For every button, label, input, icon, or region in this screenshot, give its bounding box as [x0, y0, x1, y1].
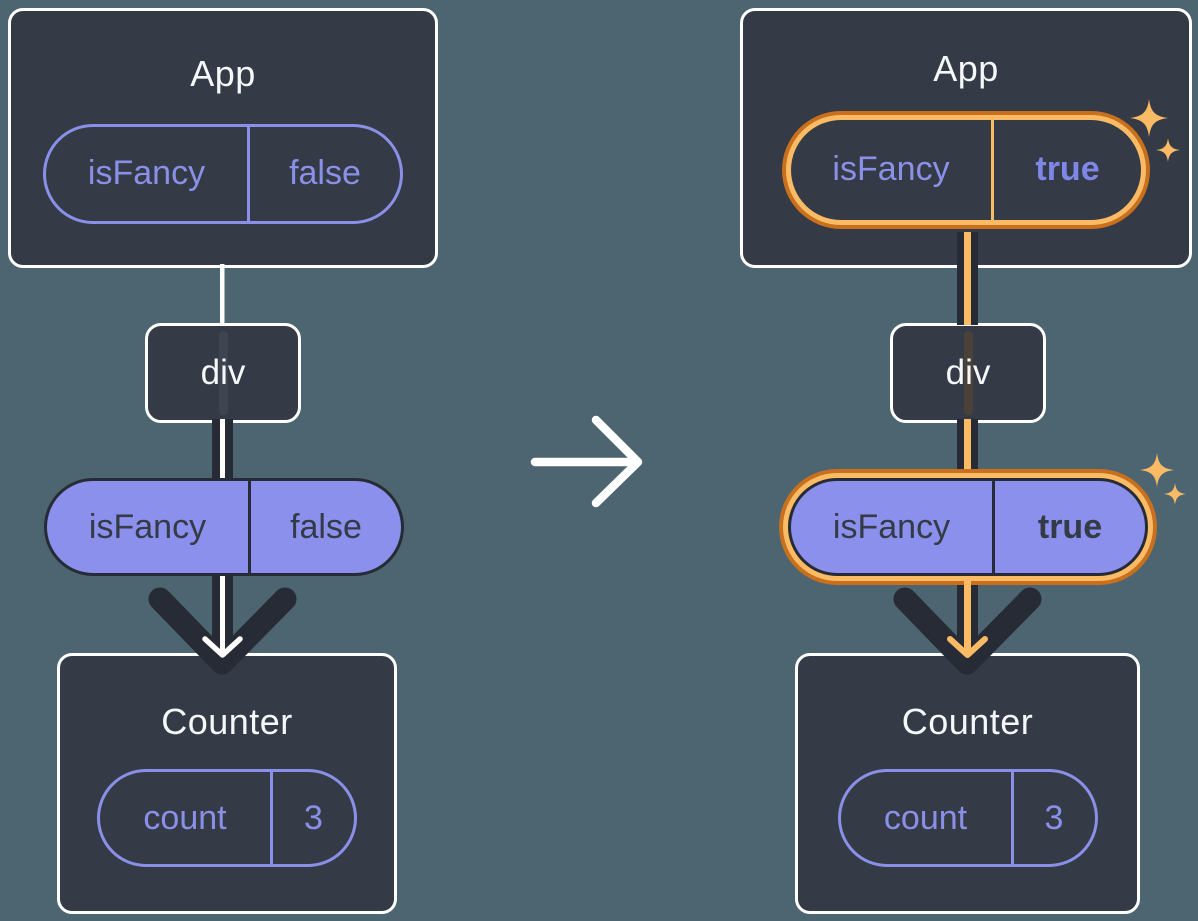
counter-component-box-before: Counter count 3: [57, 653, 397, 914]
prop-key-label: isFancy: [88, 507, 207, 546]
highlight-ring-outer: isFancy true: [782, 110, 1150, 229]
state-key-label: isFancy: [87, 154, 206, 193]
prop-value-label: false: [290, 507, 362, 546]
counter-state-pill-after: count 3: [837, 769, 1098, 868]
state-key-label: count: [883, 798, 968, 837]
counter-title: Counter: [901, 700, 1034, 742]
counter-component-box-after: Counter count 3: [795, 653, 1140, 914]
passed-prop-pill-after: isFancy true: [788, 478, 1148, 576]
div-node-before: div: [145, 323, 301, 423]
highlight-ring-inner: isFancy true: [783, 473, 1153, 581]
pill-divider: [991, 119, 994, 220]
pill-divider: [247, 126, 250, 221]
pill-divider: [270, 772, 273, 865]
pill-divider: [248, 481, 251, 573]
pill-divider: [992, 481, 995, 573]
div-label: div: [945, 353, 991, 392]
app-component-box-after: App isFancy true: [740, 8, 1192, 268]
state-value-label: 3: [304, 798, 323, 837]
app-state-pill-after: isFancy true: [791, 119, 1141, 220]
connector-line: [220, 264, 225, 326]
state-value-label: false: [289, 154, 361, 193]
state-value-label: true: [1035, 150, 1100, 189]
app-title: App: [933, 48, 999, 90]
counter-title: Counter: [161, 700, 293, 742]
div-label: div: [200, 353, 246, 392]
counter-state-pill-before: count 3: [97, 769, 357, 868]
pill-divider: [1010, 772, 1014, 865]
prop-value-label: true: [1037, 507, 1103, 546]
state-key-label: isFancy: [832, 150, 950, 189]
arrow-hint-stripe: [963, 331, 973, 415]
app-title: App: [190, 53, 256, 95]
app-state-pill-before: isFancy false: [43, 123, 403, 224]
app-component-box-before: App isFancy false: [8, 8, 438, 268]
highlight-ring-inner: isFancy true: [786, 114, 1146, 225]
right-arrow-icon: [530, 415, 643, 508]
state-value-label: 3: [1044, 798, 1064, 837]
arrow-hint-stripe: [218, 331, 228, 415]
div-node-after: div: [890, 323, 1046, 423]
state-key-label: count: [143, 798, 227, 837]
prop-key-label: isFancy: [832, 507, 951, 546]
highlight-ring-outer: isFancy true: [779, 469, 1157, 585]
passed-prop-pill-before: isFancy false: [44, 478, 404, 576]
